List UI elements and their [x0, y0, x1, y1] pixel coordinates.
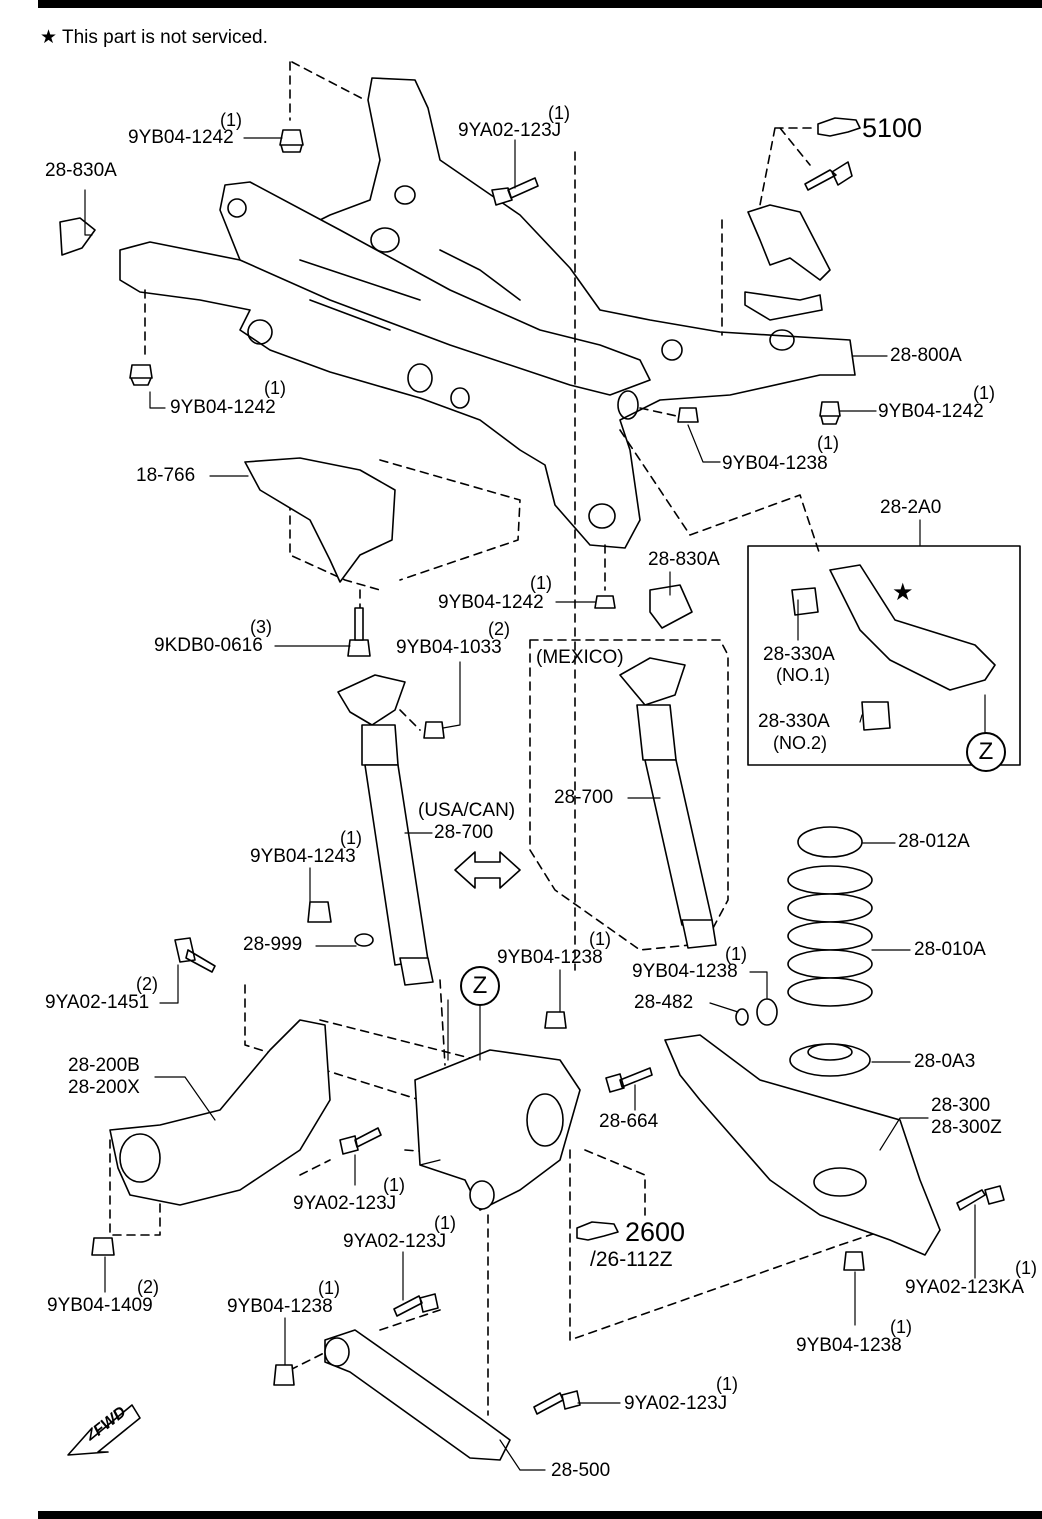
callout-part: 28-012A — [898, 831, 970, 852]
callout-qty: (1) — [383, 1175, 405, 1195]
callout-reference: 2600 — [625, 1217, 686, 1247]
callout-part: 28-200B — [68, 1055, 140, 1076]
callout-part: 9YB04-1242 — [438, 592, 544, 613]
callout-part: 9YB04-1033 — [396, 637, 502, 658]
callout-qty: (1) — [973, 383, 995, 403]
callout-part: 28-2A0 — [880, 497, 942, 518]
callout-part: 28-300Z — [931, 1117, 1002, 1138]
callout-part: 28-999 — [243, 934, 303, 955]
callout-part: 28-0A3 — [914, 1051, 976, 1072]
bottom-rule — [38, 1511, 1042, 1519]
callout-part: 9YB04-1242 — [878, 401, 984, 422]
callout-reference: 5100 — [862, 113, 923, 143]
callout-part: 28-830A — [648, 549, 720, 570]
callout-qty: (1) — [318, 1278, 340, 1298]
callout-qty: (1) — [589, 929, 611, 949]
callout-part: 9YA02-123J — [624, 1393, 728, 1414]
z-marker-icon: Z — [966, 732, 1006, 772]
callout-part: 28-700 — [434, 822, 494, 843]
callout-qty: (1) — [817, 433, 839, 453]
callout-qty: (1) — [725, 944, 747, 964]
callout-qty: (2) — [137, 1277, 159, 1297]
bolt-drawings — [174, 161, 1005, 1415]
rear-crossmember-drawing — [119, 77, 856, 549]
svg-text:★: ★ — [892, 578, 914, 606]
service-note: ★ This part is not serviced. — [40, 26, 268, 49]
callout-part: 9YB04-1409 — [47, 1295, 153, 1316]
callout-part: 9YA02-123J — [343, 1231, 447, 1252]
callout-part: 28-330A — [758, 711, 830, 732]
star-icon: ★ — [40, 27, 58, 48]
callout-part: 9YB04-1243 — [250, 846, 356, 867]
bracket-drawings — [59, 204, 831, 629]
callout-part: 9YB04-1238 — [722, 453, 828, 474]
callout-note: (NO.2) — [773, 733, 827, 753]
callout-qty: (1) — [716, 1374, 738, 1394]
callout-part: 28-664 — [599, 1111, 659, 1132]
pointing-hand-icon-5100 — [817, 117, 861, 137]
callout-part: 28-830A — [45, 160, 117, 181]
upper-arm-inset — [747, 545, 1021, 766]
callout-part: 9YB04-1238 — [796, 1335, 902, 1356]
callout-part: 28-482 — [634, 992, 694, 1013]
callout-part: 9YB04-1238 — [227, 1296, 333, 1317]
callout-part: 28-330A — [763, 644, 835, 665]
callout-part: 9YA02-1451 — [45, 992, 150, 1013]
callout-qty: (1) — [548, 103, 570, 123]
fwd-arrow-icon — [67, 1404, 141, 1456]
callout-part: 9YA02-123KA — [905, 1277, 1025, 1298]
callout-qty: (1) — [890, 1317, 912, 1337]
callout-variant: (MEXICO) — [536, 647, 624, 668]
callout-part: 18-766 — [136, 465, 196, 486]
callout-part: 28-500 — [551, 1460, 611, 1481]
callout-part: 9YB04-1242 — [128, 127, 234, 148]
callout-variant: (USA/CAN) — [418, 800, 516, 821]
pointing-hand-icon-2600 — [576, 1221, 619, 1241]
callout-part: 28-700 — [554, 787, 614, 808]
callout-qty: (2) — [488, 619, 510, 639]
callout-qty: (3) — [250, 617, 272, 637]
callout-part: 28-200X — [68, 1077, 140, 1098]
callout-part: 9KDB0-0616 — [154, 635, 263, 656]
leader-lines — [84, 137, 986, 1471]
callout-qty: (1) — [220, 110, 242, 130]
callout-part: 9YA02-123J — [293, 1193, 397, 1214]
callout-part: 28-800A — [890, 345, 962, 366]
exchange-arrow-icon — [454, 851, 521, 889]
shock-absorber-drawings — [337, 657, 717, 986]
callout-qty: (1) — [264, 378, 286, 398]
nut-drawings — [91, 129, 865, 1386]
callout-part: 28-300 — [931, 1095, 991, 1116]
callout-part: 9YB04-1242 — [170, 397, 276, 418]
arm-drawings — [109, 1019, 941, 1461]
callout-note: (NO.1) — [776, 665, 830, 685]
spring-drawings — [787, 826, 873, 1077]
callout-qty: (1) — [1015, 1258, 1037, 1278]
callout-reference-sub: /26-112Z — [590, 1248, 673, 1271]
callout-qty: (2) — [136, 974, 158, 994]
upper-arm-star-icon: ★ — [892, 578, 914, 606]
callout-qty: (1) — [530, 573, 552, 593]
callout-part: 28-010A — [914, 939, 986, 960]
callout-qty: (1) — [434, 1213, 456, 1233]
callout-part: 9YA02-123J — [458, 120, 562, 141]
callout-part: 9YB04-1238 — [632, 961, 738, 982]
callout-part: 9YB04-1238 — [497, 947, 603, 968]
service-note-text: This part is not serviced. — [61, 27, 268, 48]
callout-qty: (1) — [340, 828, 362, 848]
z-marker-icon: Z — [460, 966, 500, 1006]
top-rule — [38, 0, 1042, 8]
